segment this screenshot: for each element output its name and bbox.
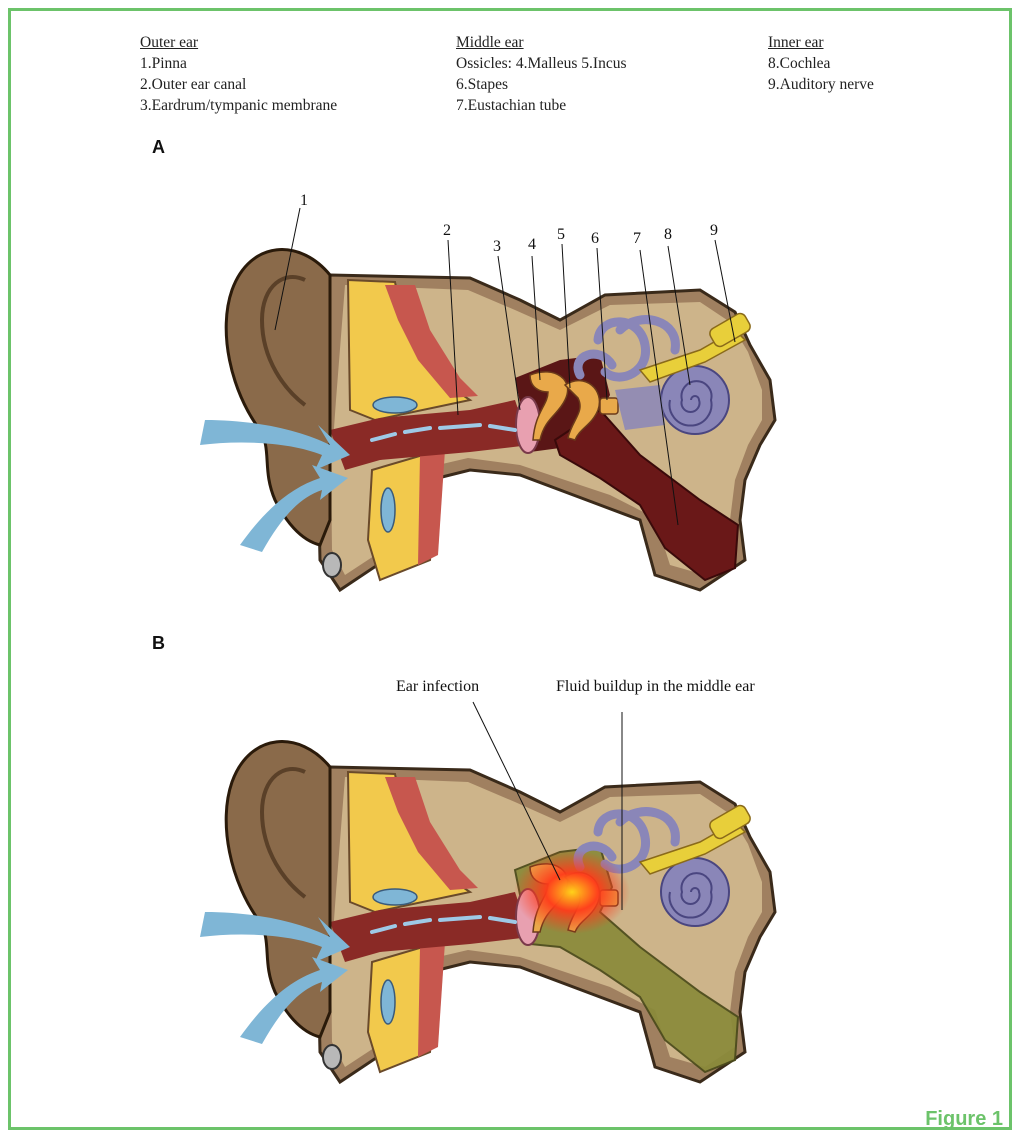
- structure-number-4: 4: [528, 236, 536, 254]
- panel-label-b: B: [152, 633, 165, 654]
- structure-number-8: 8: [664, 226, 672, 244]
- stapes: [600, 398, 618, 414]
- structure-number-9: 9: [710, 222, 718, 240]
- structure-number-2: 2: [443, 222, 451, 240]
- structure-number-1: 1: [300, 192, 308, 210]
- structure-number-5: 5: [557, 226, 565, 244]
- muscle-lower: [418, 450, 445, 565]
- structure-number-3: 3: [493, 238, 501, 256]
- panel-label-a: A: [152, 137, 165, 158]
- pinna: [226, 250, 330, 545]
- structure-number-6: 6: [591, 230, 599, 248]
- muscle-lower-b: [418, 942, 445, 1057]
- vessel-lower-b: [381, 980, 395, 1024]
- ear-diagram-a: [200, 208, 775, 590]
- vessel-upper: [373, 397, 417, 413]
- structure-number-7: 7: [633, 230, 641, 248]
- vessel-lower: [381, 488, 395, 532]
- ear-diagram-b: [200, 742, 775, 1082]
- vessel-upper-b: [373, 889, 417, 905]
- annotation-ear-infection: Ear infection: [396, 678, 479, 696]
- earring: [323, 553, 341, 577]
- pinna-b: [226, 742, 330, 1037]
- infection-glow: [514, 850, 630, 934]
- earring-b: [323, 1045, 341, 1069]
- cochlea: [661, 366, 729, 434]
- cochlea-b: [661, 858, 729, 926]
- annotation-fluid-buildup: Fluid buildup in the middle ear: [556, 678, 755, 696]
- figure-label: Figure 1: [925, 1108, 1003, 1131]
